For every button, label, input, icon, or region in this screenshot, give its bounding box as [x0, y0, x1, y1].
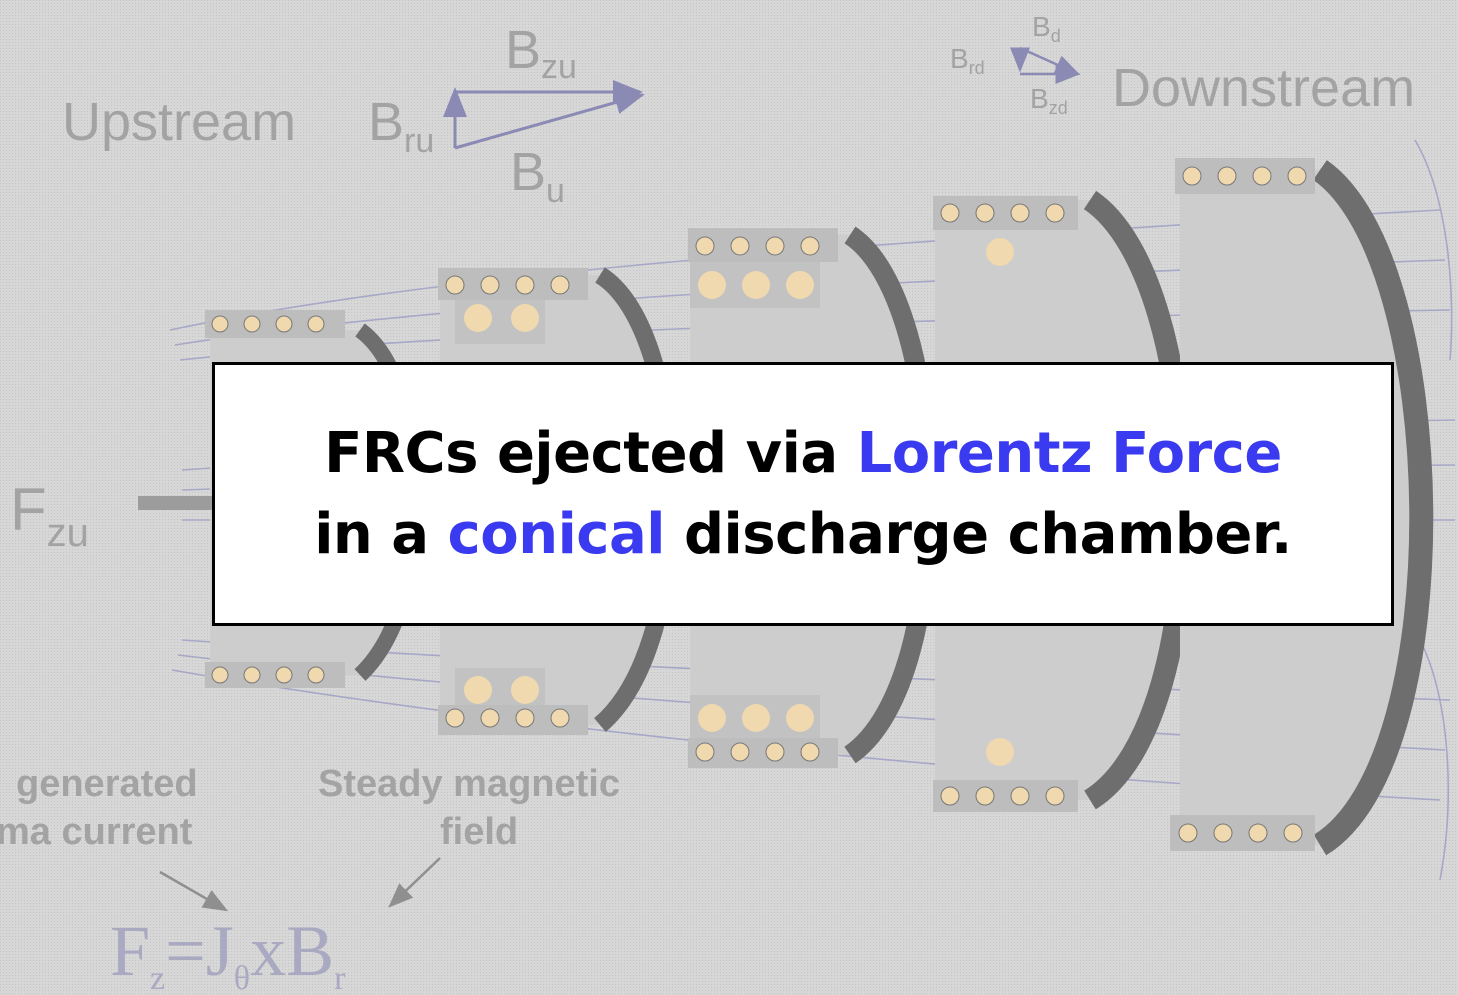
downstream-label: Downstream [1112, 58, 1415, 118]
b-rd-label: Brd [950, 43, 985, 78]
steady-field-label-line2: field [440, 811, 518, 853]
generated-current-label-line2: ma current [0, 811, 193, 853]
caption-line2-prefix: in a [314, 502, 448, 567]
caption-line1-prefix: FRCs ejected via [324, 420, 857, 486]
caption-line-1: FRCs ejected via Lorentz Force [324, 413, 1282, 494]
downstream-vector-triangle [1010, 46, 1081, 84]
annotation-arrows [159, 857, 441, 912]
force-upstream-label: Fzu [10, 476, 89, 555]
caption-box: FRCs ejected via Lorentz Force in a coni… [212, 362, 1394, 626]
b-u-label: Bu [510, 142, 565, 210]
upstream-vector-triangle [443, 80, 645, 150]
caption-line-2: in a conical discharge chamber. [314, 494, 1292, 575]
force-arrow-stub [138, 496, 212, 510]
b-zu-label: Bzu [505, 20, 577, 86]
lorentz-equation: Fz=JθxBr [110, 911, 346, 995]
b-ru-label: Bru [368, 92, 434, 160]
b-d-label: Bd [1032, 11, 1061, 46]
upstream-label: Upstream [62, 92, 296, 152]
b-zd-label: Bzd [1030, 83, 1068, 118]
caption-line2-suffix: discharge chamber. [664, 502, 1292, 567]
caption-lorentz-force: Lorentz Force [856, 420, 1283, 486]
generated-current-label-line1: generated [16, 763, 198, 805]
steady-field-label-line1: Steady magnetic [318, 763, 620, 805]
caption-conical: conical [447, 502, 666, 567]
